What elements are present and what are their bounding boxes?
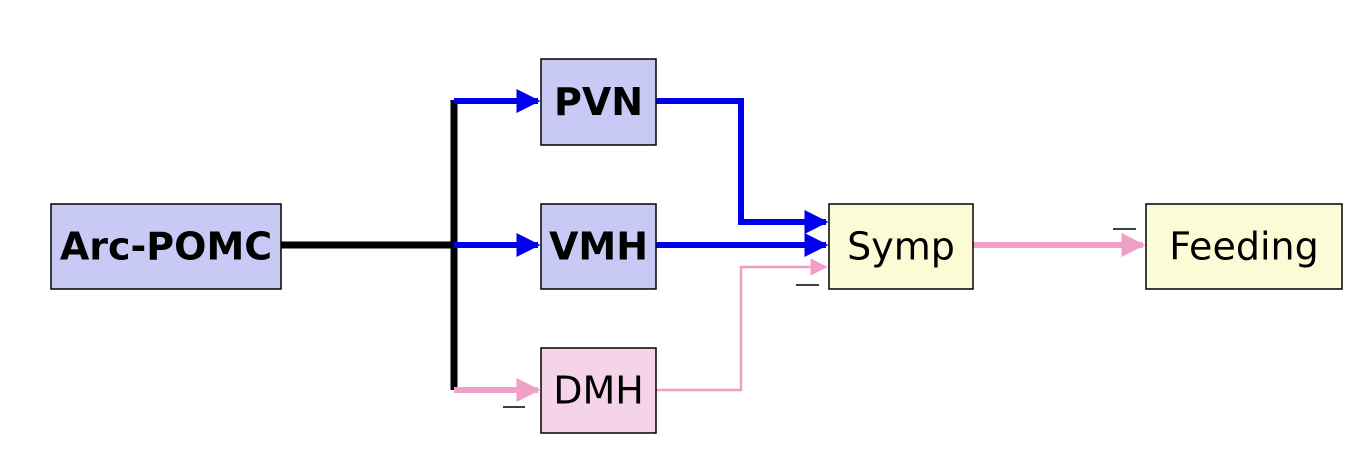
node-arc-pomc-label: Arc-POMC <box>60 225 272 269</box>
node-vmh-label: VMH <box>549 225 648 269</box>
node-symp: Symp <box>828 203 974 290</box>
node-symp-label: Symp <box>847 225 955 269</box>
node-feeding-label: Feeding <box>1169 225 1318 269</box>
arrow-pvn-to-symp <box>656 98 829 234</box>
node-pvn-label: PVN <box>554 80 643 124</box>
node-arc-pomc: Arc-POMC <box>50 203 282 290</box>
node-vmh: VMH <box>540 203 657 290</box>
arrow-dmh-to-symp <box>656 258 828 392</box>
node-feeding: Feeding <box>1145 203 1343 290</box>
node-dmh: DMH <box>540 347 657 434</box>
node-dmh-label: DMH <box>553 369 644 413</box>
node-pvn: PVN <box>540 58 657 146</box>
